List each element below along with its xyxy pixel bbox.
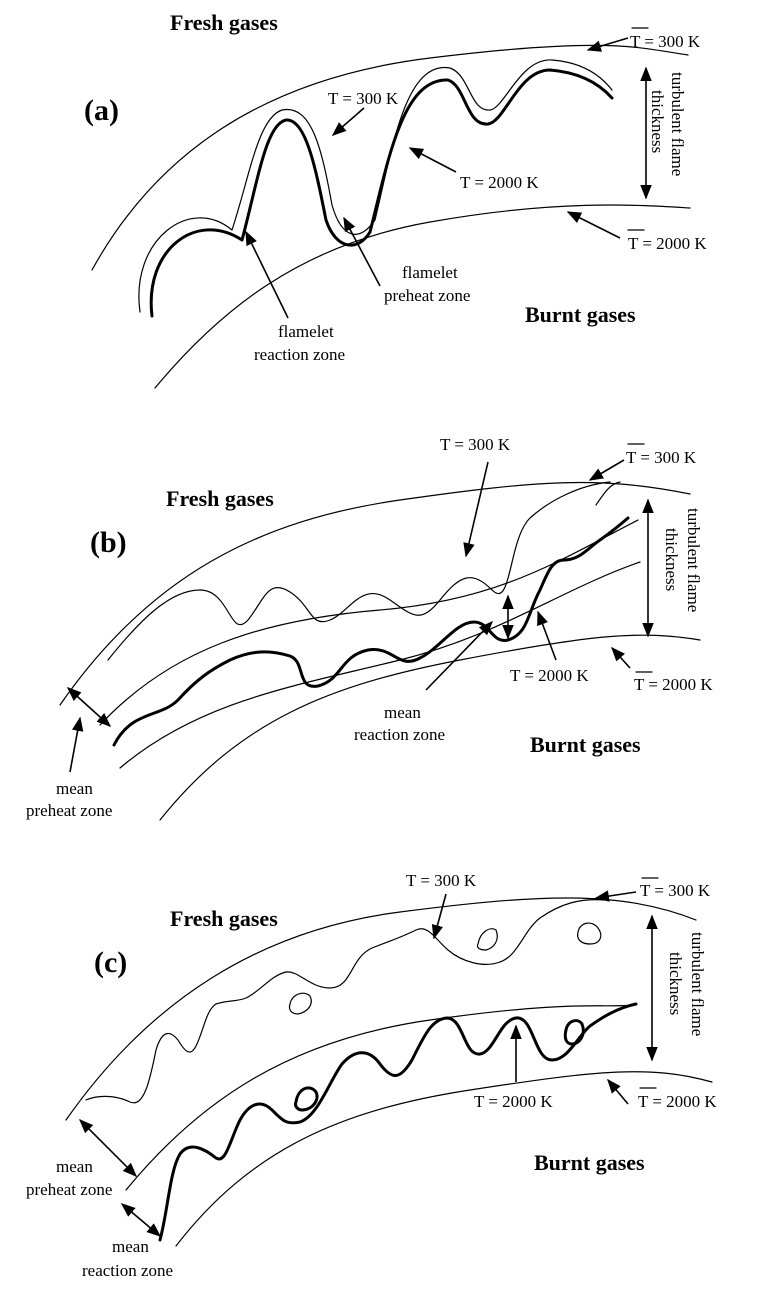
panel-b-t-cold-arrow <box>463 461 489 558</box>
panel-c-isotherm-hot <box>158 1002 638 1242</box>
panel-c-preheat-inner-boundary <box>125 1004 637 1191</box>
panel-c-mean-reaction-label-2: reaction zone <box>82 1261 173 1280</box>
panel-a-flamelet-preheat-edge <box>138 59 613 313</box>
panel-c-mean-reaction-label-1: mean <box>112 1237 149 1256</box>
panel-c-mean-hot-boundary <box>175 1071 713 1247</box>
panel-b-preheat-thickness-arrow <box>66 687 112 727</box>
panel-a: (a) Fresh gases Burnt gases turbulent fl… <box>84 10 707 389</box>
panel-a-thickness-label-1: turbulent flame <box>668 72 687 176</box>
panel-c-thickness-label-2: thickness <box>666 952 685 1015</box>
panel-a-t-hot-arrow <box>408 147 457 173</box>
panel-a-t-cold: T = 300 K <box>328 89 399 108</box>
panel-a-burnt-gases: Burnt gases <box>525 302 636 327</box>
panel-a-letter: (a) <box>84 94 119 127</box>
panel-b-burnt-gases: Burnt gases <box>530 732 641 757</box>
panel-b-preheat-inner-boundary <box>99 519 639 726</box>
panel-a-tbar-hot-arrow <box>566 211 621 239</box>
panel-c-t-cold: T = 300 K <box>406 871 477 890</box>
panel-b-isotherm-cold <box>107 481 611 661</box>
panel-c-t-cold-arrow <box>431 893 447 940</box>
panel-a-tbar-cold-arrow <box>586 37 629 52</box>
panel-c-fresh-pocket-2 <box>577 922 602 945</box>
panel-b-mean-reaction-arrow <box>425 620 494 691</box>
panel-b-mean-preheat-arrow <box>69 716 84 773</box>
panel-b-tbar-cold: T = 300 K <box>626 448 697 467</box>
panel-c-isotherm-cold <box>85 899 605 1104</box>
panel-a-mean-cold-boundary <box>91 44 689 271</box>
panel-b-mean-reaction-label-1: mean <box>384 703 421 722</box>
panel-a-preheat-label-2: preheat zone <box>384 286 470 305</box>
panel-b-thickness-label-1: turbulent flame <box>684 508 703 612</box>
panel-a-reaction-label-2: reaction zone <box>254 345 345 364</box>
panel-a-fresh-gases: Fresh gases <box>170 10 278 35</box>
panel-b-t-hot-arrow <box>537 610 557 661</box>
panel-a-preheat-label-1: flamelet <box>402 263 458 282</box>
panel-b-t-hot: T = 2000 K <box>510 666 589 685</box>
panel-c-burnt-pocket-1 <box>294 1086 319 1112</box>
panel-b: (b) Fresh gases Burnt gases turbulent fl… <box>26 435 713 821</box>
panel-c-mean-preheat-label-2: preheat zone <box>26 1180 112 1199</box>
panel-b-thickness-label-2: thickness <box>662 528 681 591</box>
panel-c-burnt-gases: Burnt gases <box>534 1150 645 1175</box>
panel-c: (c) Fresh gases Burnt gases turbulent fl… <box>26 871 717 1280</box>
panel-b-t-cold: T = 300 K <box>440 435 511 454</box>
panel-b-isotherm-cold-tail <box>595 481 621 506</box>
panel-c-mean-cold-boundary <box>65 897 697 1121</box>
panel-a-reaction-arrow <box>245 230 289 319</box>
panel-b-fresh-gases: Fresh gases <box>166 486 274 511</box>
panel-c-fresh-pocket-3 <box>288 992 312 1015</box>
panel-c-fresh-gases: Fresh gases <box>170 906 278 931</box>
panel-c-fresh-pocket-1 <box>476 928 498 951</box>
panel-c-tbar-cold-arrow <box>594 890 637 902</box>
panel-b-tbar-cold-arrow <box>588 459 625 481</box>
panel-c-mean-preheat-label-1: mean <box>56 1157 93 1176</box>
panel-b-letter: (b) <box>90 526 127 559</box>
panel-a-thickness-label-2: thickness <box>648 90 667 153</box>
panel-a-t-hot: T = 2000 K <box>460 173 539 192</box>
panel-b-mean-reaction-label-2: reaction zone <box>354 725 445 744</box>
panel-a-t-cold-arrow <box>331 107 365 136</box>
panel-a-tbar-cold: T = 300 K <box>630 32 701 51</box>
panel-a-mean-hot-boundary <box>154 204 691 389</box>
panel-c-tbar-hot: T = 2000 K <box>638 1092 717 1111</box>
panel-b-tbar-hot-arrow <box>611 646 631 669</box>
panel-c-thickness-label-1: turbulent flame <box>688 932 707 1036</box>
panel-c-tbar-cold: T = 300 K <box>640 881 711 900</box>
panel-b-mean-hot-boundary <box>159 634 701 821</box>
panel-c-preheat-thickness-arrow <box>78 1118 138 1178</box>
panel-a-preheat-arrow <box>343 216 381 287</box>
panel-b-mean-preheat-label-1: mean <box>56 779 93 798</box>
panel-c-letter: (c) <box>94 946 127 979</box>
panel-c-t-hot: T = 2000 K <box>474 1092 553 1111</box>
panel-a-tbar-hot: T = 2000 K <box>628 234 707 253</box>
panel-b-tbar-hot: T = 2000 K <box>634 675 713 694</box>
panel-a-flamelet-reaction-zone <box>149 68 614 318</box>
panel-c-burnt-pocket-2 <box>563 1019 585 1046</box>
panel-c-tbar-hot-arrow <box>607 1078 629 1105</box>
panel-b-mean-preheat-label-2: preheat zone <box>26 801 112 820</box>
panel-b-isotherm-hot <box>112 516 630 747</box>
panel-a-reaction-label-1: flamelet <box>278 322 334 341</box>
panel-c-reaction-thickness-arrow <box>120 1203 162 1237</box>
